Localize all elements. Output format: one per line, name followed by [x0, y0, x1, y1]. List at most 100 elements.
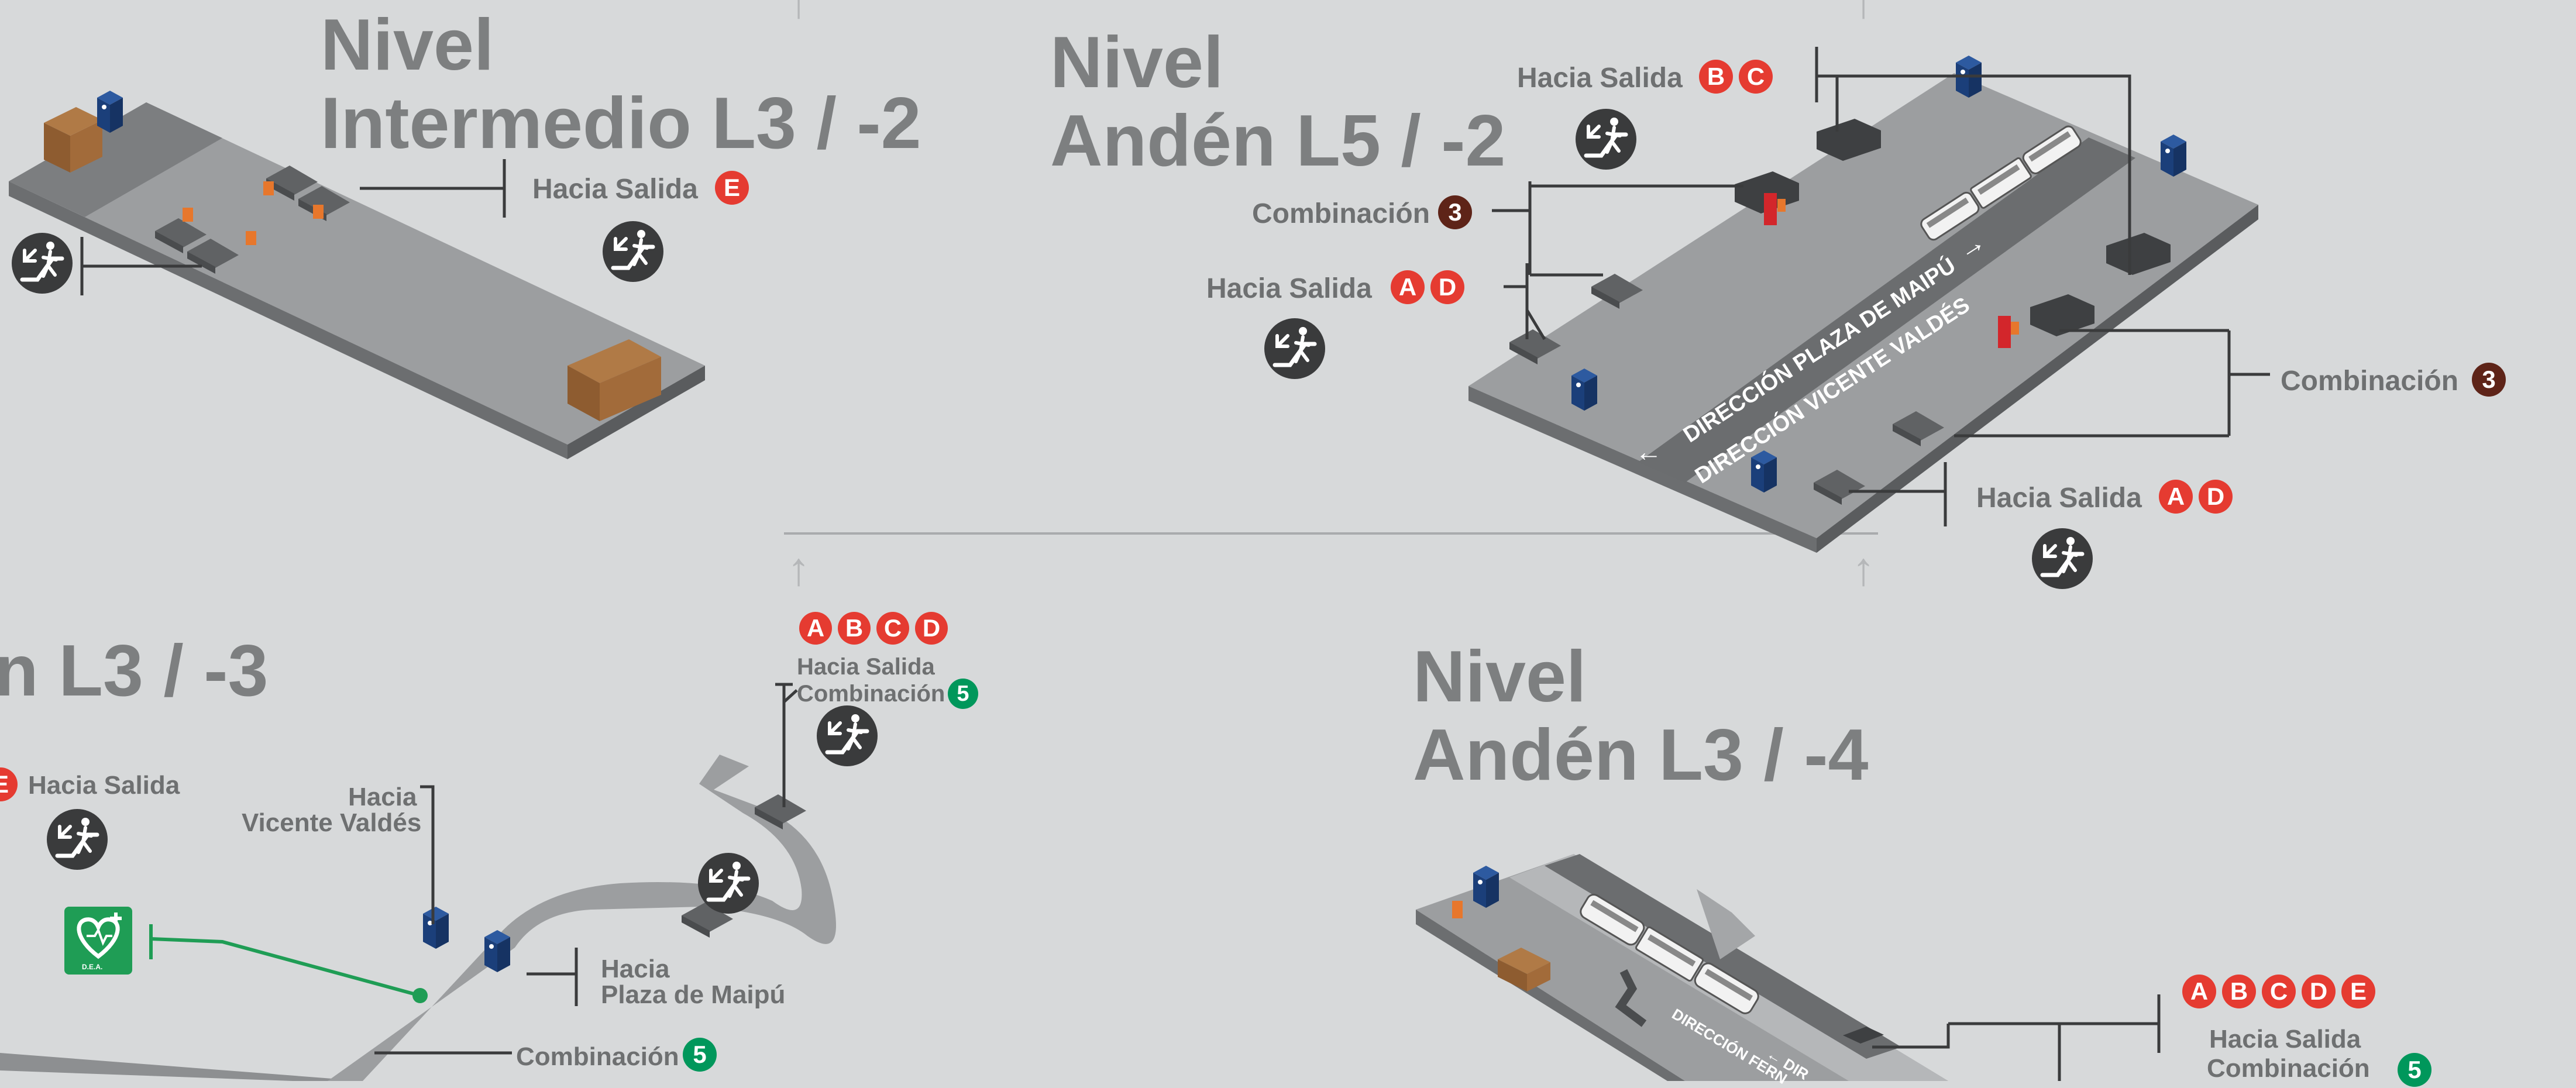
transfer-label: Combinación	[516, 1042, 679, 1071]
elevator-icon	[1473, 866, 1499, 908]
elevator-icon	[97, 91, 123, 133]
fire-extinguisher-icon	[1764, 193, 1777, 225]
line3-badge: 3	[2472, 363, 2506, 397]
defibrillator-sign-icon	[64, 907, 132, 975]
direction-vicente-label: Vicente Valdés	[242, 808, 422, 837]
up-arrow-icon: ↑	[787, 0, 810, 27]
escalator-up-icon	[1576, 109, 1636, 170]
transfer-badges: 5	[683, 1038, 717, 1072]
defibrillator-label: D.E.A.	[82, 963, 103, 971]
escalator-block	[1817, 119, 1881, 161]
exit-label: Hacia Salida	[28, 771, 180, 800]
direction-maipu-label: Plaza de Maipú	[601, 980, 786, 1009]
sign-post-icon	[246, 231, 256, 245]
transfer-label: Combinación	[1252, 198, 1430, 229]
exit-badge: D	[1430, 270, 1464, 304]
sign-post-icon	[313, 205, 324, 219]
exit-label: Hacia Salida	[797, 654, 935, 680]
elevator-icon	[484, 930, 510, 972]
exit-badges: A B C D	[799, 612, 948, 645]
exit-badge: A	[799, 612, 832, 645]
exit-badge: E	[0, 767, 18, 801]
escalator-person-icon	[603, 221, 663, 282]
transfer-badges: 3	[2472, 363, 2506, 397]
transfer-badges: 5	[948, 679, 978, 709]
level-title-line1: Nivel	[1413, 636, 1587, 717]
escalator-up-icon	[47, 809, 108, 870]
escalator-block	[2106, 233, 2171, 275]
level-title-line2: Andén L3 / -4	[1413, 715, 1869, 796]
escalator-down-icon	[12, 233, 73, 294]
exit-badge: A	[2159, 480, 2193, 514]
level-title-anden-l5: Nivel Andén L5 / -2	[1050, 23, 1506, 180]
defibrillator-leader-line	[150, 937, 421, 997]
level-title-line1: Nivel	[321, 5, 494, 85]
up-arrow-icon: ↑	[1852, 543, 1875, 595]
exit-label: Hacia Salida	[1206, 273, 1372, 304]
exit-badge: E	[715, 171, 749, 205]
line5-badge: 5	[948, 679, 978, 709]
up-arrow-icons: ↑ ↑ ↑ ↑	[787, 0, 1875, 595]
sign-post-icon	[183, 208, 193, 222]
anden-l5-platform	[1468, 56, 2258, 553]
escalator-up-icon	[2032, 528, 2093, 589]
leader-lines	[1872, 994, 2161, 1081]
exit-label: Hacia Salida	[532, 174, 698, 205]
leader-lines	[1492, 47, 2270, 526]
storage-box	[44, 107, 102, 173]
anden-l3-minus4-platform	[1416, 854, 1948, 1081]
elevator-icon	[2161, 135, 2186, 177]
elevator-icon	[1751, 450, 1777, 493]
line5-badge: 5	[2398, 1053, 2431, 1087]
direction-maipu-label: Hacia	[601, 955, 670, 983]
level-title-line2: Andén L5 / -2	[1050, 101, 1506, 181]
level-title-line2: Intermedio L3 / -2	[321, 83, 921, 164]
elevator-icon	[423, 907, 449, 949]
exit-badges: A D	[2159, 480, 2233, 514]
exit-badge: D	[915, 612, 948, 645]
exit-badge: C	[1739, 60, 1773, 94]
exit-badges: A B C D E	[2182, 975, 2375, 1008]
exit-badges: A D	[1391, 270, 1464, 304]
line5-badge: 5	[683, 1038, 717, 1072]
leader-lines	[80, 159, 506, 295]
exit-badge: A	[1391, 270, 1425, 304]
sign-post-icon	[263, 181, 274, 195]
transfer-label: Combinación	[2281, 366, 2459, 397]
transfer-badges: 3	[1438, 195, 1472, 229]
exit-badge: D	[2302, 975, 2336, 1008]
exit-badge: C	[2262, 975, 2296, 1008]
exit-badge: B	[2222, 975, 2256, 1008]
level-title-anden-l3-minus3: n L3 / -3	[0, 631, 269, 711]
level-title-anden-l3-minus4: Nivel Andén L3 / -4	[1413, 638, 1869, 794]
direction-vicente-label: Hacia	[348, 783, 417, 811]
intermedio-platform	[9, 91, 705, 459]
escalator-up-icon	[1264, 318, 1325, 379]
transfer-badges: 5	[2398, 1053, 2431, 1087]
exit-badges: E	[715, 171, 749, 205]
transfer-label: Combinación	[797, 681, 945, 707]
up-arrow-icon: ↑	[1852, 0, 1875, 27]
level-title-intermedio: Nivel Intermedio L3 / -2	[321, 6, 921, 163]
exit-label: Hacia Salida	[1976, 483, 2142, 514]
direction-arrow-left: ←	[1635, 436, 1662, 467]
exit-badge: A	[2182, 975, 2216, 1008]
up-arrow-icon: ↑	[787, 543, 810, 595]
track-bed	[1638, 137, 2135, 483]
exit-label: Hacia Salida	[2209, 1025, 2361, 1053]
exit-badge: B	[838, 612, 871, 645]
storage-box	[1498, 948, 1550, 991]
level-title-line1: Nivel	[1050, 22, 1224, 103]
exit-badge: D	[2199, 480, 2233, 514]
elevator-icon	[1571, 369, 1597, 411]
exit-badge: C	[876, 612, 909, 645]
train	[1920, 125, 2082, 241]
fire-extinguisher-icon	[1998, 316, 2011, 348]
exit-badge: E	[2341, 975, 2375, 1008]
exit-badges: E	[0, 767, 18, 801]
escalator-block	[2030, 294, 2094, 336]
escalator-up-icon	[698, 853, 759, 914]
exit-badge: B	[1699, 60, 1733, 94]
transfer-label: Combinación	[2207, 1054, 2370, 1083]
